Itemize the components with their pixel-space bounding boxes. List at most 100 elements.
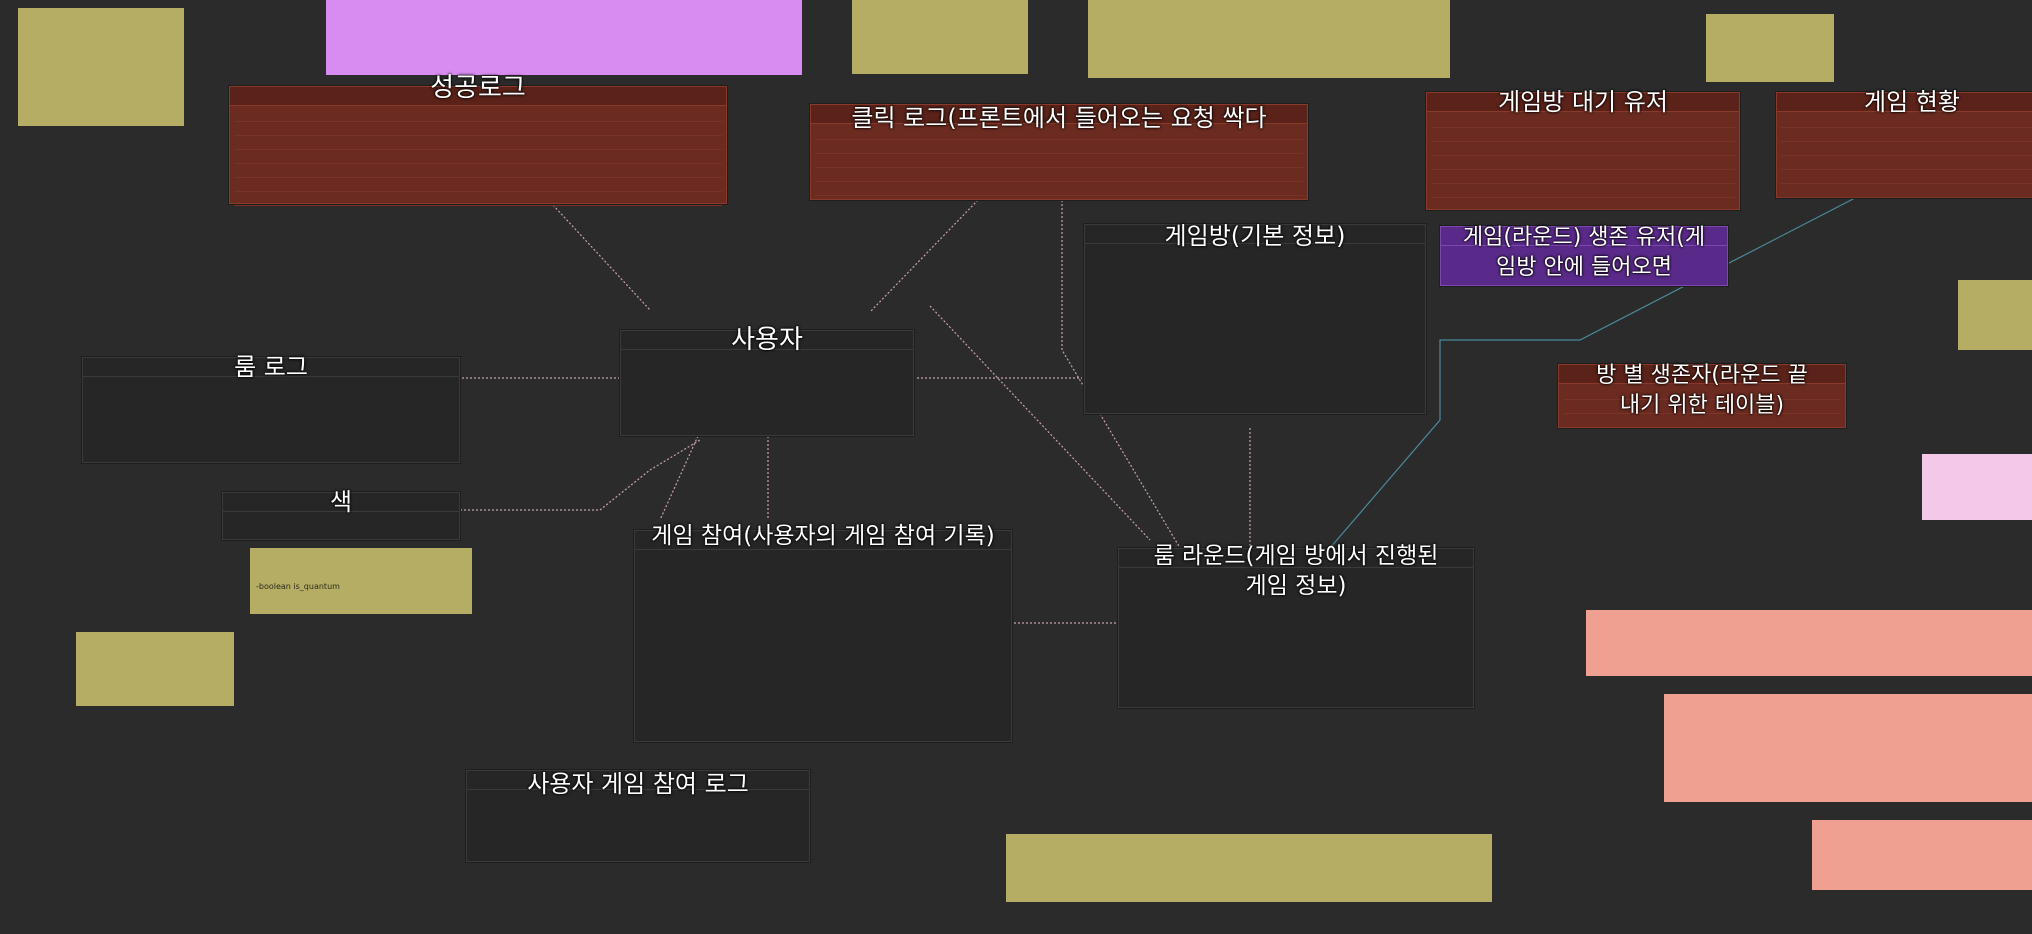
column-cell xyxy=(625,378,643,391)
column-cell xyxy=(1326,350,1421,363)
column-cell xyxy=(796,352,830,365)
table-click-log[interactable]: 클릭 로그(프론트에서 들어오는 요청 싹다 xyxy=(810,104,1308,200)
table-waiting-users[interactable]: 게임방 대기 유저 xyxy=(1426,88,1740,210)
column-cell xyxy=(1857,128,1904,141)
column-cell xyxy=(1799,142,1857,155)
column-cell xyxy=(471,818,489,831)
column-cell xyxy=(1180,350,1240,363)
column-cell xyxy=(1449,156,1516,169)
table-room-round[interactable]: 룸 라운드(게임 방에서 진행된 게임 정보) xyxy=(1118,543,1474,708)
table-column-row xyxy=(625,404,909,417)
table-room-log[interactable]: 룸 로그 xyxy=(82,353,460,463)
table-column-row xyxy=(639,617,1007,630)
table-column-row xyxy=(234,192,722,206)
table-color[interactable]: 색 xyxy=(222,488,460,540)
column-cell xyxy=(1141,674,1217,687)
table-column-row xyxy=(639,656,1007,669)
note-salmon-1[interactable] xyxy=(1586,610,2032,676)
column-cell xyxy=(1328,674,1370,687)
table-survivor[interactable]: 게임(라운드) 생존 유저(게임방 안에 들어오면 xyxy=(1440,225,1728,286)
column-cell xyxy=(709,805,805,818)
note-pink-right[interactable] xyxy=(1922,454,2032,520)
column-cell xyxy=(1089,259,1107,272)
note-right-edge[interactable] xyxy=(1958,280,2032,350)
column-cell xyxy=(1431,170,1449,183)
table-column-row xyxy=(639,630,1007,643)
column-cell xyxy=(738,669,804,682)
table-room-survivor[interactable]: 방 별 생존자(라운드 끝내기 위한 테이블) xyxy=(1558,363,1846,428)
note-salmon-3[interactable] xyxy=(1812,820,2032,890)
table-user[interactable]: 사용자 xyxy=(620,325,914,436)
table-column-row xyxy=(639,604,1007,617)
column-cell xyxy=(348,431,455,444)
note-magenta[interactable] xyxy=(326,0,802,75)
column-cell xyxy=(639,617,657,630)
rel-user-participation-a xyxy=(659,435,699,521)
note-salmon-2[interactable] xyxy=(1664,694,2032,802)
table-participation-log[interactable]: 사용자 게임 참여 로그 xyxy=(466,770,810,862)
column-cell xyxy=(1326,337,1421,350)
column-cell xyxy=(1692,386,1731,399)
rel-color-participation xyxy=(460,439,701,511)
column-cell xyxy=(234,178,252,191)
rel-success-user xyxy=(552,204,651,311)
column-cell xyxy=(1369,674,1469,687)
column-cell xyxy=(489,844,562,857)
table-column-row xyxy=(234,136,722,150)
note-bottom-center[interactable] xyxy=(1006,834,1492,902)
table-column-row xyxy=(815,126,1303,140)
table-column-row xyxy=(625,378,909,391)
note-quantum[interactable]: -boolean is_quantum xyxy=(250,548,472,614)
column-cell xyxy=(252,379,304,392)
column-cell xyxy=(657,578,738,591)
table-participation[interactable]: 게임 참여(사용자의 게임 참여 기록) xyxy=(634,523,1012,742)
column-cell xyxy=(657,617,738,630)
note-top-wide[interactable] xyxy=(1088,0,1450,78)
table-column-row xyxy=(639,669,1007,682)
column-cell xyxy=(471,844,489,857)
note-top-middle[interactable] xyxy=(852,0,1028,74)
note-left-bottom[interactable] xyxy=(76,632,234,706)
column-cell xyxy=(1107,272,1180,285)
column-cell xyxy=(1240,246,1286,259)
table-column-row xyxy=(1123,570,1469,583)
table-success-log[interactable]: 성공로그 xyxy=(229,73,727,206)
column-cell xyxy=(1240,272,1286,285)
column-cell xyxy=(1326,259,1421,272)
note-top-left[interactable] xyxy=(18,8,184,126)
column-cell xyxy=(1141,570,1217,583)
column-cell xyxy=(1904,156,1941,169)
column-cell xyxy=(304,444,348,457)
column-cell xyxy=(562,831,622,844)
column-cell xyxy=(252,431,304,444)
column-cell xyxy=(1240,311,1286,324)
table-column-row xyxy=(471,844,805,857)
table-column-row xyxy=(1089,324,1421,337)
column-cell xyxy=(304,379,348,392)
table-column-row xyxy=(1123,609,1469,622)
column-cell xyxy=(1180,246,1240,259)
column-cell xyxy=(900,552,1007,565)
note-quantum-text: -boolean is_quantum xyxy=(256,582,340,591)
table-game-status[interactable]: 게임 현황 xyxy=(1776,88,2032,198)
column-cell xyxy=(657,630,738,643)
column-cell xyxy=(1286,272,1326,285)
column-cell xyxy=(1240,324,1286,337)
column-cell xyxy=(796,365,830,378)
column-cell xyxy=(227,514,245,527)
column-cell xyxy=(705,365,756,378)
rel-status-survivor xyxy=(1329,197,1856,549)
column-cell xyxy=(252,122,359,135)
table-game-room[interactable]: 게임방(기본 정보) xyxy=(1084,222,1426,414)
table-header xyxy=(811,105,1307,124)
table-header xyxy=(621,331,913,350)
column-cell xyxy=(738,643,804,656)
column-cell xyxy=(1613,114,1649,127)
column-cell xyxy=(1279,583,1327,596)
column-cell xyxy=(1180,285,1240,298)
note-top-right[interactable] xyxy=(1706,14,1834,82)
column-cell xyxy=(833,154,940,167)
column-cell xyxy=(1097,182,1156,195)
column-cell xyxy=(1286,311,1326,324)
